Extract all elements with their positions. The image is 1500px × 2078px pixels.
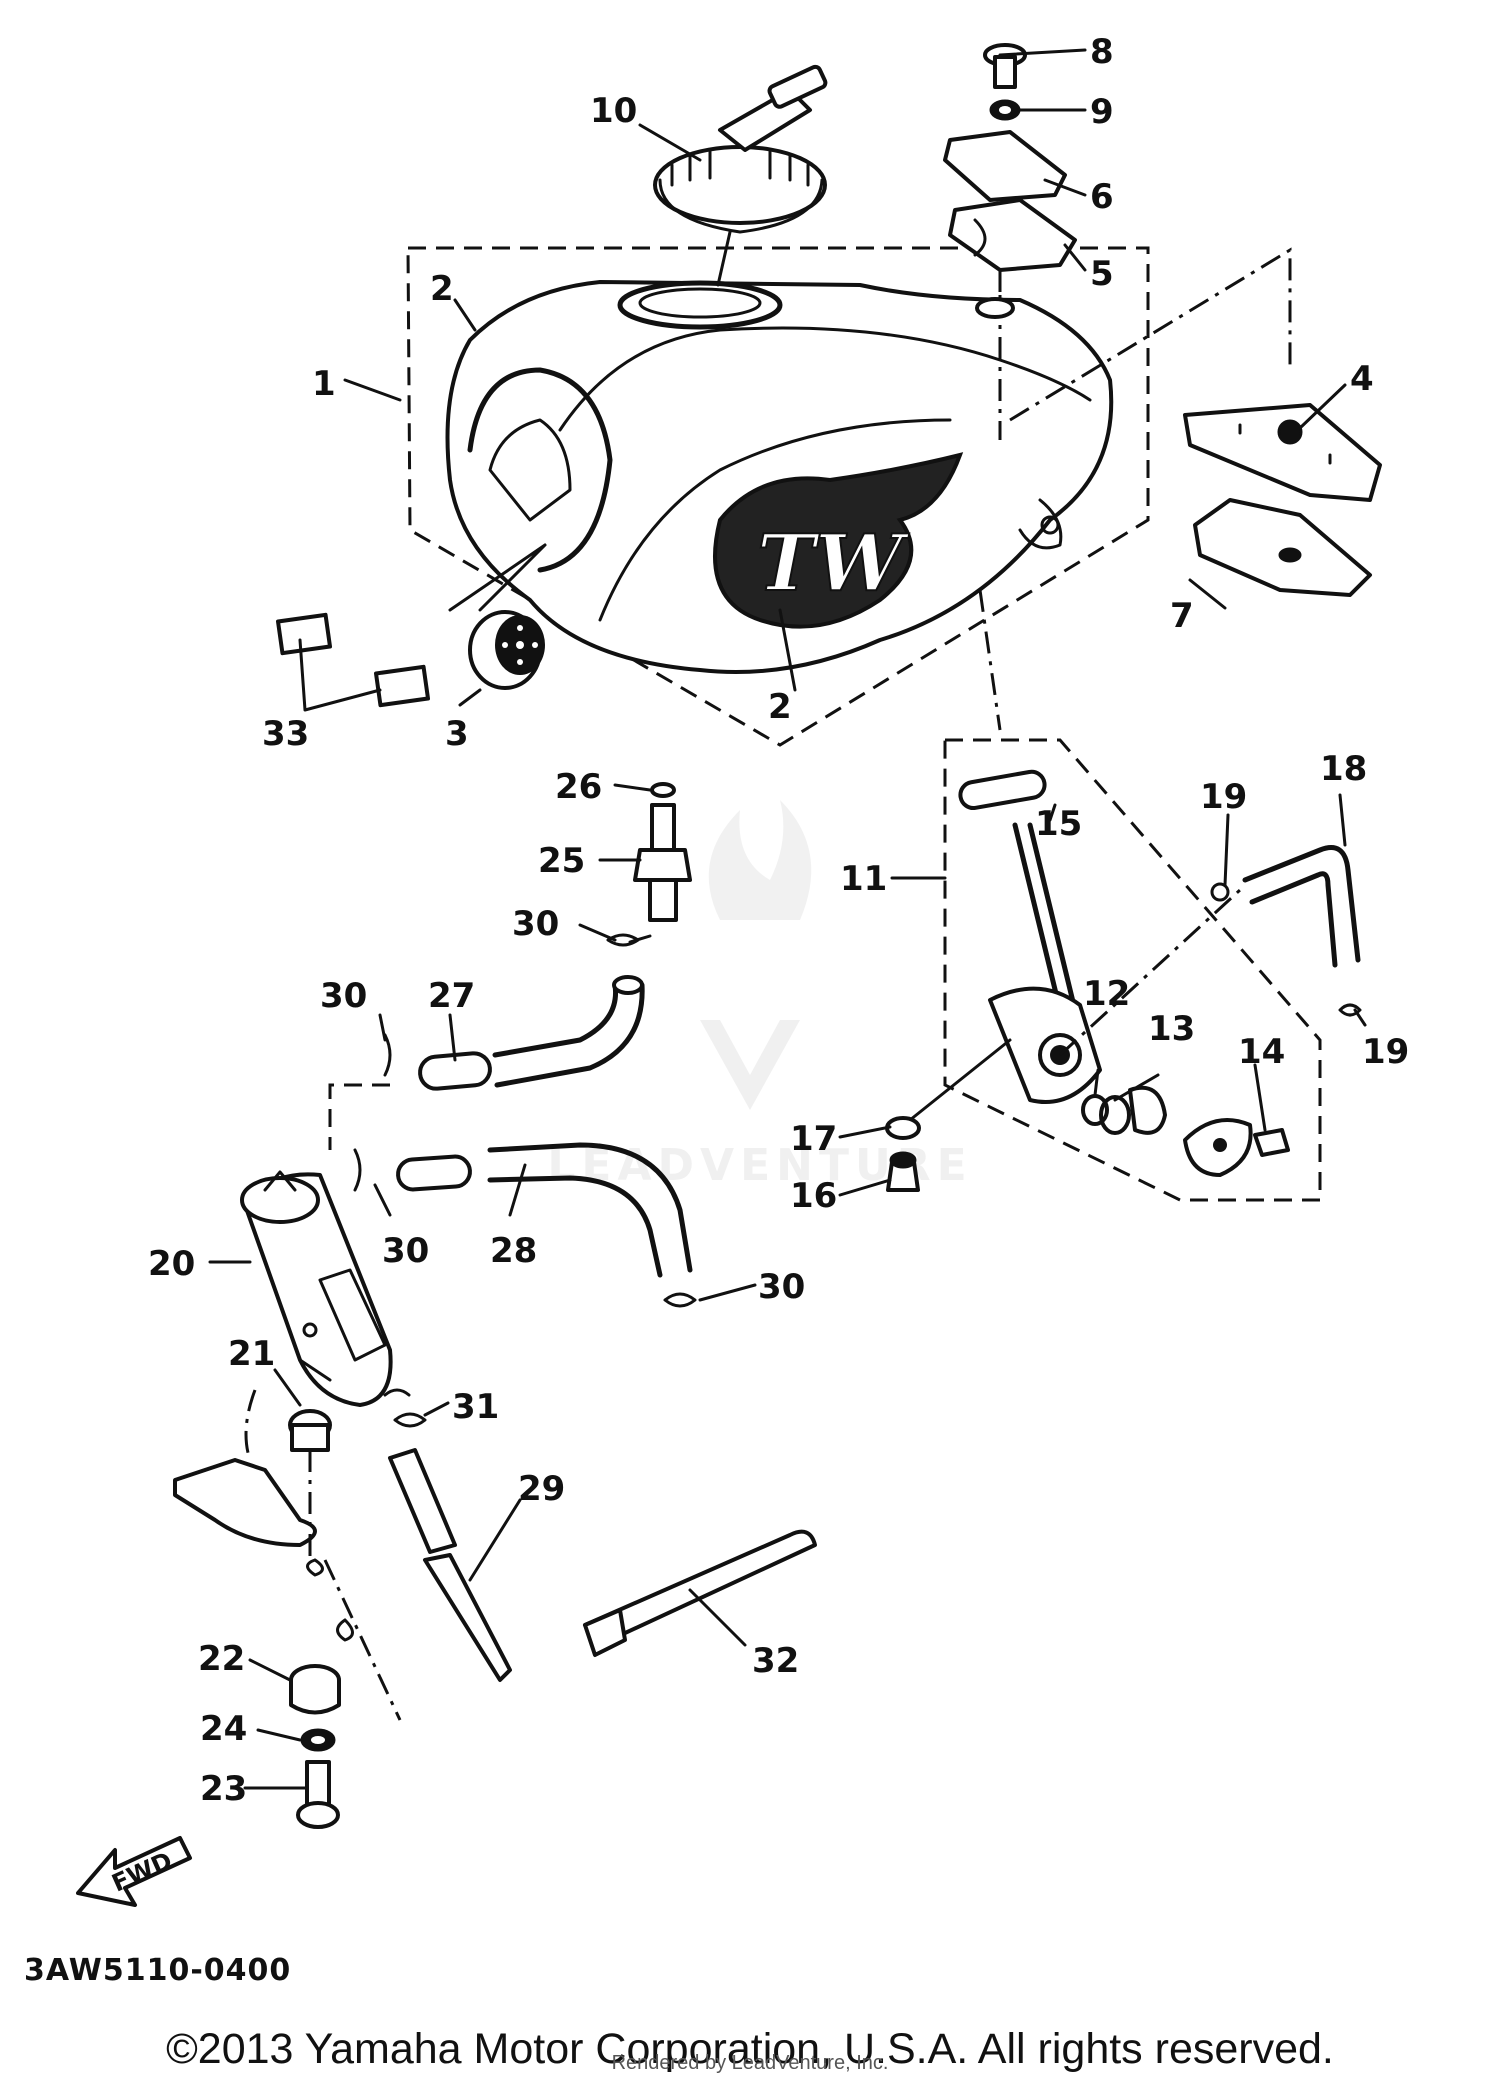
callout-18: 18 xyxy=(1320,749,1367,789)
callout-15: 15 xyxy=(1035,804,1082,844)
fuel-cock-group xyxy=(885,738,1322,1202)
callout-5: 5 xyxy=(1090,254,1114,294)
callout-11: 11 xyxy=(840,859,887,899)
fuel-pump-20 xyxy=(240,1170,411,1407)
callout-8: 8 xyxy=(1090,32,1114,72)
callout-12: 12 xyxy=(1083,974,1130,1014)
fwd-arrow: FWD xyxy=(76,1836,192,1907)
fuel-tank-1 xyxy=(445,280,1114,674)
damper-3 xyxy=(448,543,547,690)
callout-9: 9 xyxy=(1090,92,1114,132)
callout-30-a: 30 xyxy=(512,904,559,944)
callout-13: 13 xyxy=(1148,1009,1195,1049)
fuel-tank-group: TW xyxy=(406,246,1292,747)
joint-25 xyxy=(606,782,692,947)
tank-emblem xyxy=(713,452,964,629)
hose-29 xyxy=(388,1412,512,1682)
callout-19-top: 19 xyxy=(1200,777,1247,817)
callout-2-bottom: 2 xyxy=(768,687,792,727)
copyright-notice: ©2013 Yamaha Motor Corporation, U.S.A. A… xyxy=(166,2025,1334,2073)
callout-33: 33 xyxy=(262,714,309,754)
callout-26: 26 xyxy=(555,767,602,807)
callout-3: 3 xyxy=(445,714,469,754)
lever-14a xyxy=(1128,1085,1167,1135)
callout-7: 7 xyxy=(1170,596,1194,636)
callout-23: 23 xyxy=(200,1769,247,1809)
callout-27: 27 xyxy=(428,976,475,1016)
mounting-hardware-22-24 xyxy=(289,1664,341,1829)
callout-4: 4 xyxy=(1350,359,1374,399)
callout-24: 24 xyxy=(200,1709,247,1749)
callout-16: 16 xyxy=(790,1176,837,1216)
callout-30-b: 30 xyxy=(320,976,367,1016)
bracket-parts-5-9 xyxy=(943,43,1077,319)
callout-25: 25 xyxy=(538,841,585,881)
tank-logo-text: TW xyxy=(757,518,910,609)
rendered-by-note: Rendered by LeadVenture, Inc. xyxy=(611,2052,889,2074)
callout-22: 22 xyxy=(198,1639,245,1679)
callout-2-top: 2 xyxy=(430,269,454,309)
callout-10: 10 xyxy=(590,91,637,131)
callout-31: 31 xyxy=(452,1387,499,1427)
fuel-cap-10 xyxy=(653,64,828,287)
callout-21: 21 xyxy=(228,1334,275,1374)
callout-32: 32 xyxy=(752,1641,799,1681)
callout-17: 17 xyxy=(790,1119,837,1159)
hose-18 xyxy=(1210,845,1362,1017)
hose-27 xyxy=(328,975,645,1150)
callout-numbers: 1 2 2 3 4 5 6 7 8 9 10 11 12 13 14 15 16… xyxy=(148,32,1409,1809)
callout-19-bottom: 19 xyxy=(1362,1032,1409,1072)
callout-29: 29 xyxy=(518,1469,565,1509)
bracket-21 xyxy=(173,1389,402,1721)
rear-bracket-4-7 xyxy=(1183,403,1382,597)
callout-6: 6 xyxy=(1090,177,1114,217)
callout-1: 1 xyxy=(312,364,336,404)
diagram-code: 3AW5110-0400 xyxy=(24,1953,292,1988)
callout-30-c: 30 xyxy=(382,1231,429,1271)
callout-14: 14 xyxy=(1238,1032,1285,1072)
callout-20: 20 xyxy=(148,1244,195,1284)
callout-30-d: 30 xyxy=(758,1267,805,1307)
hose-28 xyxy=(353,1142,697,1308)
callout-leaders xyxy=(208,48,1367,1790)
callout-28: 28 xyxy=(490,1231,537,1271)
strap-32 xyxy=(583,1529,817,1657)
